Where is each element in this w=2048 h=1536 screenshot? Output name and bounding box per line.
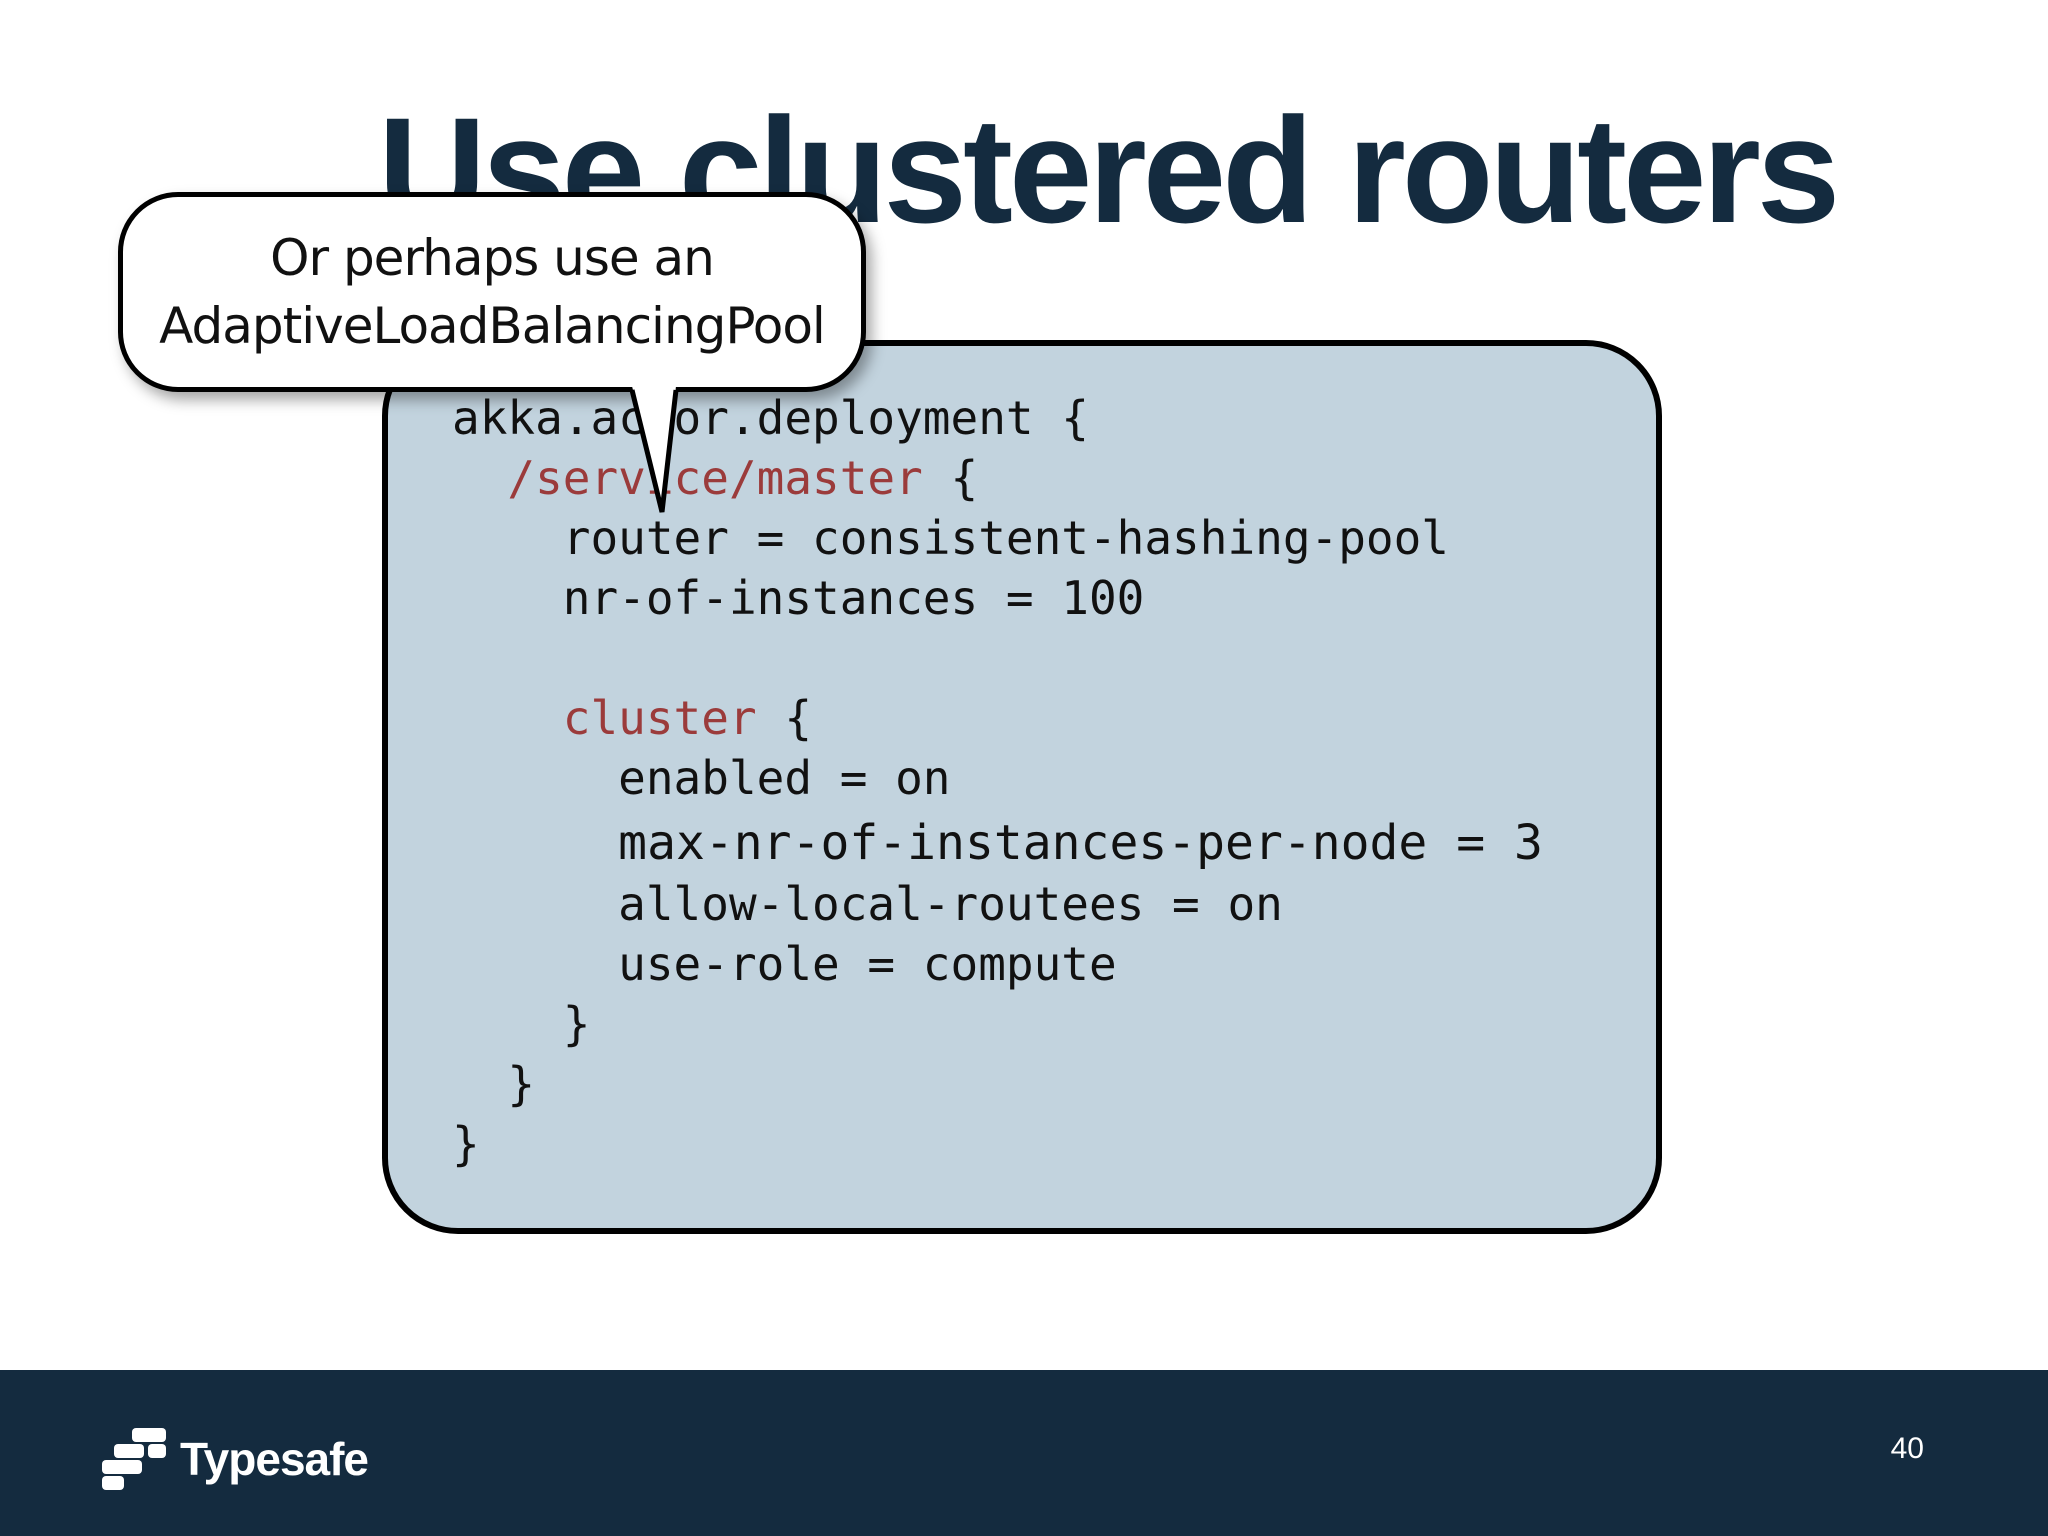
code-line: nr-of-instances = 100 — [452, 568, 1543, 628]
code-text: akka.actor.deployment { — [452, 391, 1089, 445]
code-text: max-nr-of-instances-per-node = 3 — [618, 815, 1543, 871]
callout-line-1: Or perhaps use an — [270, 229, 715, 287]
code-panel — [382, 340, 1662, 1234]
code-key: cluster — [562, 691, 757, 745]
code-line: } — [452, 1054, 1543, 1114]
code-text: } — [507, 1057, 536, 1111]
code-line: akka.actor.deployment { — [452, 388, 1543, 448]
page-number: 40 — [1890, 1432, 1924, 1465]
code-line-blank — [452, 628, 1543, 688]
code-text: { — [922, 451, 979, 505]
code-line: allow-local-routees = on — [452, 874, 1543, 934]
typesafe-logo: Typesafe — [102, 1426, 369, 1492]
code-line: enabled = on — [452, 748, 1543, 808]
speech-callout: Or perhaps use an AdaptiveLoadBalancingP… — [118, 192, 866, 392]
code-path: /service/master — [507, 451, 923, 505]
code-line: use-role = compute — [452, 934, 1543, 994]
code-text: router = consistent-hashing-pool — [562, 511, 1449, 565]
logo-text: Typesafe — [180, 1433, 369, 1485]
callout-line-2: AdaptiveLoadBalancingPool — [159, 297, 826, 355]
code-line: cluster { — [452, 688, 1543, 748]
code-text: enabled = on — [618, 751, 951, 805]
code-text: allow-local-routees = on — [618, 877, 1283, 931]
code-text: } — [562, 997, 591, 1051]
code-text: } — [452, 1117, 480, 1171]
callout-tail — [629, 386, 679, 513]
code-text: use-role = compute — [618, 937, 1117, 991]
code-line: max-nr-of-instances-per-node = 3 — [452, 808, 1543, 874]
typesafe-logo-icon — [102, 1428, 166, 1490]
code-line: } — [452, 994, 1543, 1054]
code-line: router = consistent-hashing-pool — [452, 508, 1543, 568]
footer-bar: Typesafe 40 — [0, 1370, 2048, 1536]
code-text: nr-of-instances = 100 — [562, 571, 1145, 625]
code-text: { — [756, 691, 813, 745]
code-line: /service/master { — [452, 448, 1543, 508]
code-block: akka.actor.deployment { /service/master … — [452, 388, 1543, 1174]
code-line: } — [452, 1114, 1543, 1174]
